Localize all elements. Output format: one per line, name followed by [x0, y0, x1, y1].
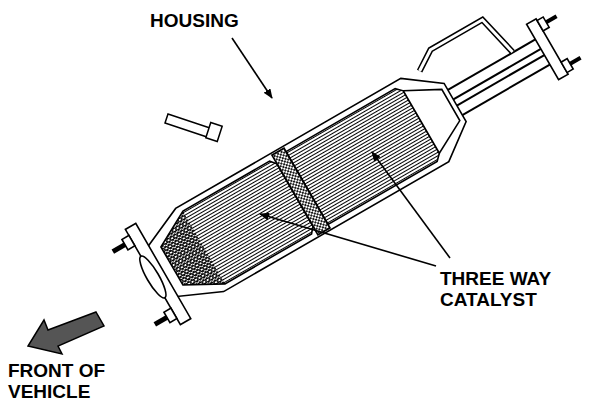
leader-line	[232, 38, 272, 98]
outlet-pipes	[446, 42, 550, 113]
outlet-flange	[527, 9, 585, 79]
part-label: HOUSING	[150, 10, 310, 31]
direction-label: FRONT OF VEHICLE	[8, 360, 128, 402]
part-label: THREE WAY CATALYST	[440, 268, 570, 310]
sensor	[165, 114, 222, 141]
inlet-flange	[106, 223, 190, 335]
leader-line	[260, 214, 436, 266]
leader-line	[372, 152, 450, 258]
direction-arrow	[28, 312, 104, 354]
housing-shell	[137, 61, 479, 314]
